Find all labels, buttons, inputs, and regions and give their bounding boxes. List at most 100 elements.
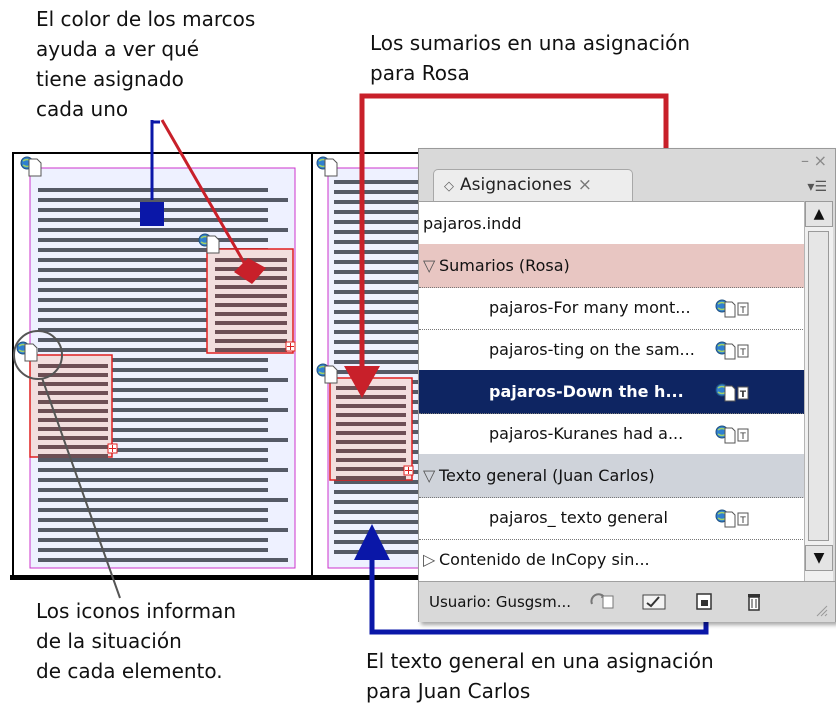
text-line: [334, 480, 418, 484]
frame-text-line: [38, 373, 108, 377]
row-pajaros-indd[interactable]: ▽pajaros.indd: [419, 202, 805, 246]
resize-grip-icon[interactable]: [813, 602, 829, 618]
row-label: Texto general (Juan Carlos): [439, 454, 655, 498]
status-icon: T: [715, 423, 749, 447]
text-line: [38, 478, 268, 482]
text-line: [334, 340, 418, 344]
status-icon: T: [715, 507, 749, 531]
collapsed-triangle-icon[interactable]: ▷: [423, 538, 435, 582]
text-line: [334, 260, 418, 264]
frame-text-line: [336, 386, 406, 390]
assignment-status-icon: [317, 157, 337, 176]
text-line: [38, 438, 288, 442]
row-label: Contenido de InCopy sin...: [439, 538, 650, 582]
callout-line: ayuda a ver qué: [36, 34, 255, 64]
expand-triangle-icon[interactable]: ▽: [423, 454, 435, 498]
row-for-many-mont[interactable]: pajaros-For many mont...T: [419, 286, 805, 330]
text-line: [334, 470, 418, 474]
frame-text-line: [336, 467, 406, 471]
row-label: Sumarios (Rosa): [439, 244, 570, 288]
frame-text-line: [336, 395, 406, 399]
text-line: [334, 230, 418, 234]
scroll-down-button[interactable]: ▼: [805, 545, 833, 571]
frame-text-line: [336, 422, 406, 426]
callout-line: tiene asignado: [36, 64, 255, 94]
status-bar: Usuario: Gusgsm...: [419, 581, 835, 622]
tab-label: Asignaciones: [460, 175, 572, 195]
red-diagonal-line: [162, 120, 246, 266]
text-line: [334, 200, 418, 204]
close-panel-icon[interactable]: ×: [814, 151, 827, 170]
text-line: [38, 398, 268, 402]
text-line: [334, 320, 418, 324]
frame-text-line: [38, 454, 108, 458]
panel-menu-icon[interactable]: ▾☰: [807, 179, 827, 195]
frame-text-line: [336, 431, 406, 435]
row-ting-on-the-sam[interactable]: pajaros-ting on the sam...T: [419, 328, 805, 372]
package-icon[interactable]: [641, 590, 667, 612]
text-line: [38, 258, 288, 262]
text-line: [334, 190, 418, 194]
callout-line: de cada elemento.: [36, 656, 236, 686]
margin-right-page: [328, 168, 420, 568]
text-line: [334, 390, 418, 394]
text-line: [334, 500, 418, 504]
text-line: [334, 220, 418, 224]
row-down-the-h[interactable]: pajaros-Down the h...T: [419, 370, 805, 414]
callout-line: para Rosa: [370, 58, 690, 88]
row-kuranes-had-a[interactable]: pajaros-Kuranes had a...T: [419, 412, 805, 456]
margin-left-page: [30, 168, 295, 568]
text-line: [334, 300, 418, 304]
text-line: [38, 428, 268, 432]
callout-line: El texto general en una asignación: [366, 646, 714, 676]
text-line: [334, 280, 418, 284]
text-line: [38, 518, 268, 522]
text-line: [38, 448, 268, 452]
row-contenido-incopy[interactable]: ▷Contenido de InCopy sin...: [419, 538, 805, 582]
minimize-icon[interactable]: –: [801, 151, 809, 170]
tab-close-icon[interactable]: ×: [578, 175, 592, 195]
row-texto-general[interactable]: ▽Texto general (Juan Carlos): [419, 454, 805, 498]
text-line: [38, 338, 268, 342]
callout-texto-general-juan-carlos: El texto general en una asignación para …: [366, 646, 714, 706]
row-label: pajaros.indd: [423, 202, 522, 246]
frame-text-line: [336, 440, 406, 444]
text-line: [38, 388, 268, 392]
status-icon: T: [715, 339, 749, 363]
text-line: [334, 420, 418, 424]
highlight-circle: [14, 331, 62, 379]
frame-text-line: [336, 404, 406, 408]
frame-text-line: [38, 364, 108, 368]
trash-icon[interactable]: [741, 590, 767, 612]
row-label: pajaros-Down the h...: [489, 370, 684, 414]
frame-text-line: [38, 391, 108, 395]
frame-text-line: [215, 348, 287, 352]
scroll-thumb[interactable]: [808, 231, 829, 541]
scroll-up-button[interactable]: ▲: [805, 201, 833, 227]
new-assignment-icon[interactable]: [691, 590, 717, 612]
expand-triangle-icon[interactable]: ▽: [423, 244, 435, 288]
callout-line: El color de los marcos: [36, 4, 255, 34]
text-line: [38, 498, 288, 502]
assignment-status-icon: [199, 234, 219, 253]
frame-text-line: [215, 294, 287, 298]
tab-asignaciones[interactable]: ◇Asignaciones×: [433, 169, 633, 201]
row-sumarios-rosa[interactable]: ▽Sumarios (Rosa): [419, 244, 805, 288]
text-line: [38, 228, 288, 232]
overset-plus: [109, 445, 116, 452]
text-line: [334, 240, 418, 244]
text-line: [334, 250, 418, 254]
update-assignment-icon[interactable]: [589, 590, 615, 612]
text-line: [334, 360, 418, 364]
text-line: [38, 218, 268, 222]
overset-plus: [405, 467, 412, 474]
text-line: [334, 210, 418, 214]
blue-square-marker: [140, 202, 164, 226]
callout-line: Los sumarios en una asignación: [370, 28, 690, 58]
text-line: [334, 510, 418, 514]
text-line: [334, 290, 418, 294]
scrollbar[interactable]: ▲ ▼: [804, 201, 833, 581]
frame-text-line: [215, 285, 287, 289]
text-line: [38, 198, 288, 202]
